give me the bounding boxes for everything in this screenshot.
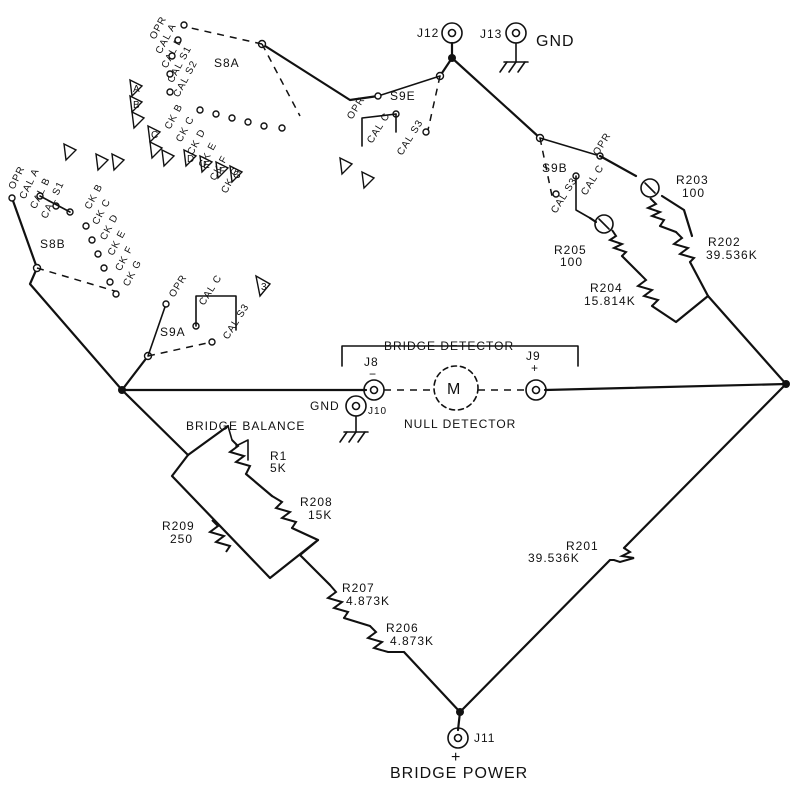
ref-mark-3: 3 bbox=[261, 282, 268, 293]
r202-value: 39.536K bbox=[706, 248, 758, 262]
gnd-top-label: GND bbox=[536, 33, 575, 50]
j10-label: J10 bbox=[368, 406, 387, 417]
r208-value: 15K bbox=[308, 508, 332, 522]
ref-mark-a: A bbox=[133, 84, 141, 95]
bridge-detector-label: BRIDGE DETECTOR bbox=[384, 339, 514, 353]
resistor-r207: R207 4.873K bbox=[325, 581, 390, 628]
s9b-label: S9B bbox=[542, 161, 568, 175]
s8b-label: S8B bbox=[40, 237, 66, 251]
s9b-pos-opr: OPR bbox=[591, 131, 613, 158]
r201-label: R201 bbox=[566, 539, 599, 553]
s8b-ref-triangles bbox=[63, 142, 126, 172]
resistor-r204: R204 15.814K bbox=[584, 254, 710, 324]
jack-j11: J11 + BRIDGE POWER bbox=[390, 727, 528, 782]
s9e-ref-tri-b bbox=[361, 170, 376, 190]
s9a-pos-opr: OPR bbox=[167, 273, 189, 300]
s9a-label: S9A bbox=[160, 325, 186, 339]
null-detector-label: NULL DETECTOR bbox=[404, 417, 516, 431]
jack-j12: J12 bbox=[417, 22, 463, 60]
s8a-label: S8A bbox=[214, 56, 240, 70]
resistor-r203: R203 100 bbox=[598, 154, 709, 227]
s9e-pos-cal-s3: CAL S3 bbox=[395, 118, 426, 158]
ref-mark-g: G bbox=[233, 170, 242, 181]
r204-value: 15.814K bbox=[584, 294, 636, 308]
s9e-ref-tri-a bbox=[339, 156, 354, 176]
j12-label: J12 bbox=[417, 26, 439, 40]
bridge-wiring bbox=[10, 42, 788, 732]
ref-mark-c: C bbox=[151, 130, 159, 141]
bridge-detector: BRIDGE DETECTOR J8 − M J9 + NULL DETECTO… bbox=[341, 339, 579, 431]
resistor-r202: R202 39.536K bbox=[658, 224, 758, 298]
j9-label: J9 bbox=[526, 349, 541, 363]
ref-mark-d: D bbox=[187, 154, 195, 165]
s9b-pos-cal-c: CAL C bbox=[579, 163, 606, 198]
jack-j13: J13 GND bbox=[480, 22, 575, 73]
j9-sign: + bbox=[531, 361, 539, 375]
ref-mark-f: F bbox=[219, 166, 226, 177]
jack-j10: GND J10 bbox=[310, 395, 387, 443]
reference-marks: A B C D E F G 3 bbox=[133, 84, 268, 293]
r209-value: 250 bbox=[170, 532, 193, 546]
gnd-mid-label: GND bbox=[310, 399, 340, 413]
ref-mark-b: B bbox=[133, 100, 141, 111]
j8-sign: − bbox=[369, 367, 377, 381]
resistor-r205: R205 100 bbox=[554, 214, 628, 269]
s8a-contacts bbox=[166, 21, 286, 132]
s9a-ref-tri bbox=[255, 274, 272, 298]
j13-label: J13 bbox=[480, 27, 502, 41]
j11-label: J11 bbox=[474, 731, 495, 745]
r202-label: R202 bbox=[708, 235, 741, 249]
switch-s9a: S9A OPR CAL C CAL S3 bbox=[143, 273, 272, 361]
resistor-r201: R201 39.536K bbox=[528, 539, 635, 565]
resistor-r206: R206 4.873K bbox=[365, 621, 434, 653]
switch-s8b: S8B OPR CAL A CAL B CAL S1 CK B CK C CK … bbox=[7, 142, 144, 298]
r206-value: 4.873K bbox=[390, 634, 434, 648]
s8a-ref-triangles bbox=[129, 78, 244, 184]
r207-value: 4.873K bbox=[346, 594, 390, 608]
switch-s8a: S8A OPR CAL A CAL B CAL S1 CAL S2 CK B C… bbox=[129, 14, 301, 195]
r203-label: R203 bbox=[676, 173, 709, 187]
j11-sign: + bbox=[451, 749, 461, 766]
s9a-pos-cal-c: CAL C bbox=[197, 273, 224, 308]
r204-label: R204 bbox=[590, 281, 623, 295]
meter-label: M bbox=[447, 381, 461, 398]
switch-s9e: S9E OPR CAL C CAL S3 bbox=[339, 71, 445, 190]
ref-mark-e: E bbox=[203, 160, 211, 171]
r206-label: R206 bbox=[386, 621, 419, 635]
r205-value: 100 bbox=[560, 255, 583, 269]
switch-s9b: S9B OPR CAL C CAL S3 bbox=[535, 131, 614, 219]
r1-label: R1 bbox=[270, 449, 287, 463]
bridge-balance-label: BRIDGE BALANCE bbox=[186, 419, 305, 433]
r208-label: R208 bbox=[300, 495, 333, 509]
j8-label: J8 bbox=[364, 355, 379, 369]
s9e-label: S9E bbox=[390, 89, 416, 103]
r207-label: R207 bbox=[342, 581, 375, 595]
s9e-pos-cal-c: CAL C bbox=[365, 111, 392, 146]
bridge-balance: BRIDGE BALANCE R1 5K R208 15K R209 250 bbox=[162, 419, 333, 580]
r205-label: R205 bbox=[554, 243, 587, 257]
r209-label: R209 bbox=[162, 519, 195, 533]
r201-value: 39.536K bbox=[528, 551, 580, 565]
bridge-power-label: BRIDGE POWER bbox=[390, 765, 528, 782]
r203-value: 100 bbox=[682, 186, 705, 200]
r1-value: 5K bbox=[270, 461, 287, 475]
